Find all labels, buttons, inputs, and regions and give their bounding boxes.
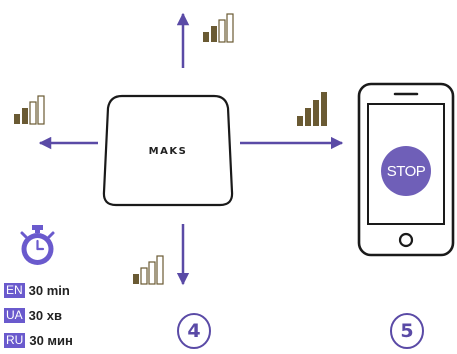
step-4-number: 4: [187, 320, 201, 342]
signal-weak-icon: [14, 95, 45, 125]
duration-value: 30 min: [28, 283, 70, 298]
step-5-circle: [390, 313, 424, 349]
duration-row-ua: UA 30 хв: [4, 307, 62, 324]
device-label: MAKS: [148, 145, 188, 157]
step-4-circle: [177, 313, 211, 349]
device-box: [102, 94, 234, 207]
step-5-number: 5: [400, 320, 414, 342]
stopwatch-icon: [20, 225, 55, 265]
lang-tag: UA: [4, 308, 25, 323]
duration-row-en: EN 30 min: [4, 282, 70, 299]
signal-low-icon: [133, 255, 164, 285]
signal-weak-icon: [203, 13, 234, 43]
stop-button[interactable]: STOP: [386, 162, 426, 180]
phone-icon: [357, 82, 455, 257]
signal-full-icon: [297, 92, 327, 126]
stop-button-shape: [381, 146, 431, 196]
duration-value: 30 хв: [28, 308, 62, 323]
duration-value: 30 мин: [29, 333, 73, 348]
lang-tag: RU: [4, 333, 26, 348]
lang-tag: EN: [4, 283, 25, 298]
duration-row-ru: RU 30 мин: [4, 332, 73, 349]
